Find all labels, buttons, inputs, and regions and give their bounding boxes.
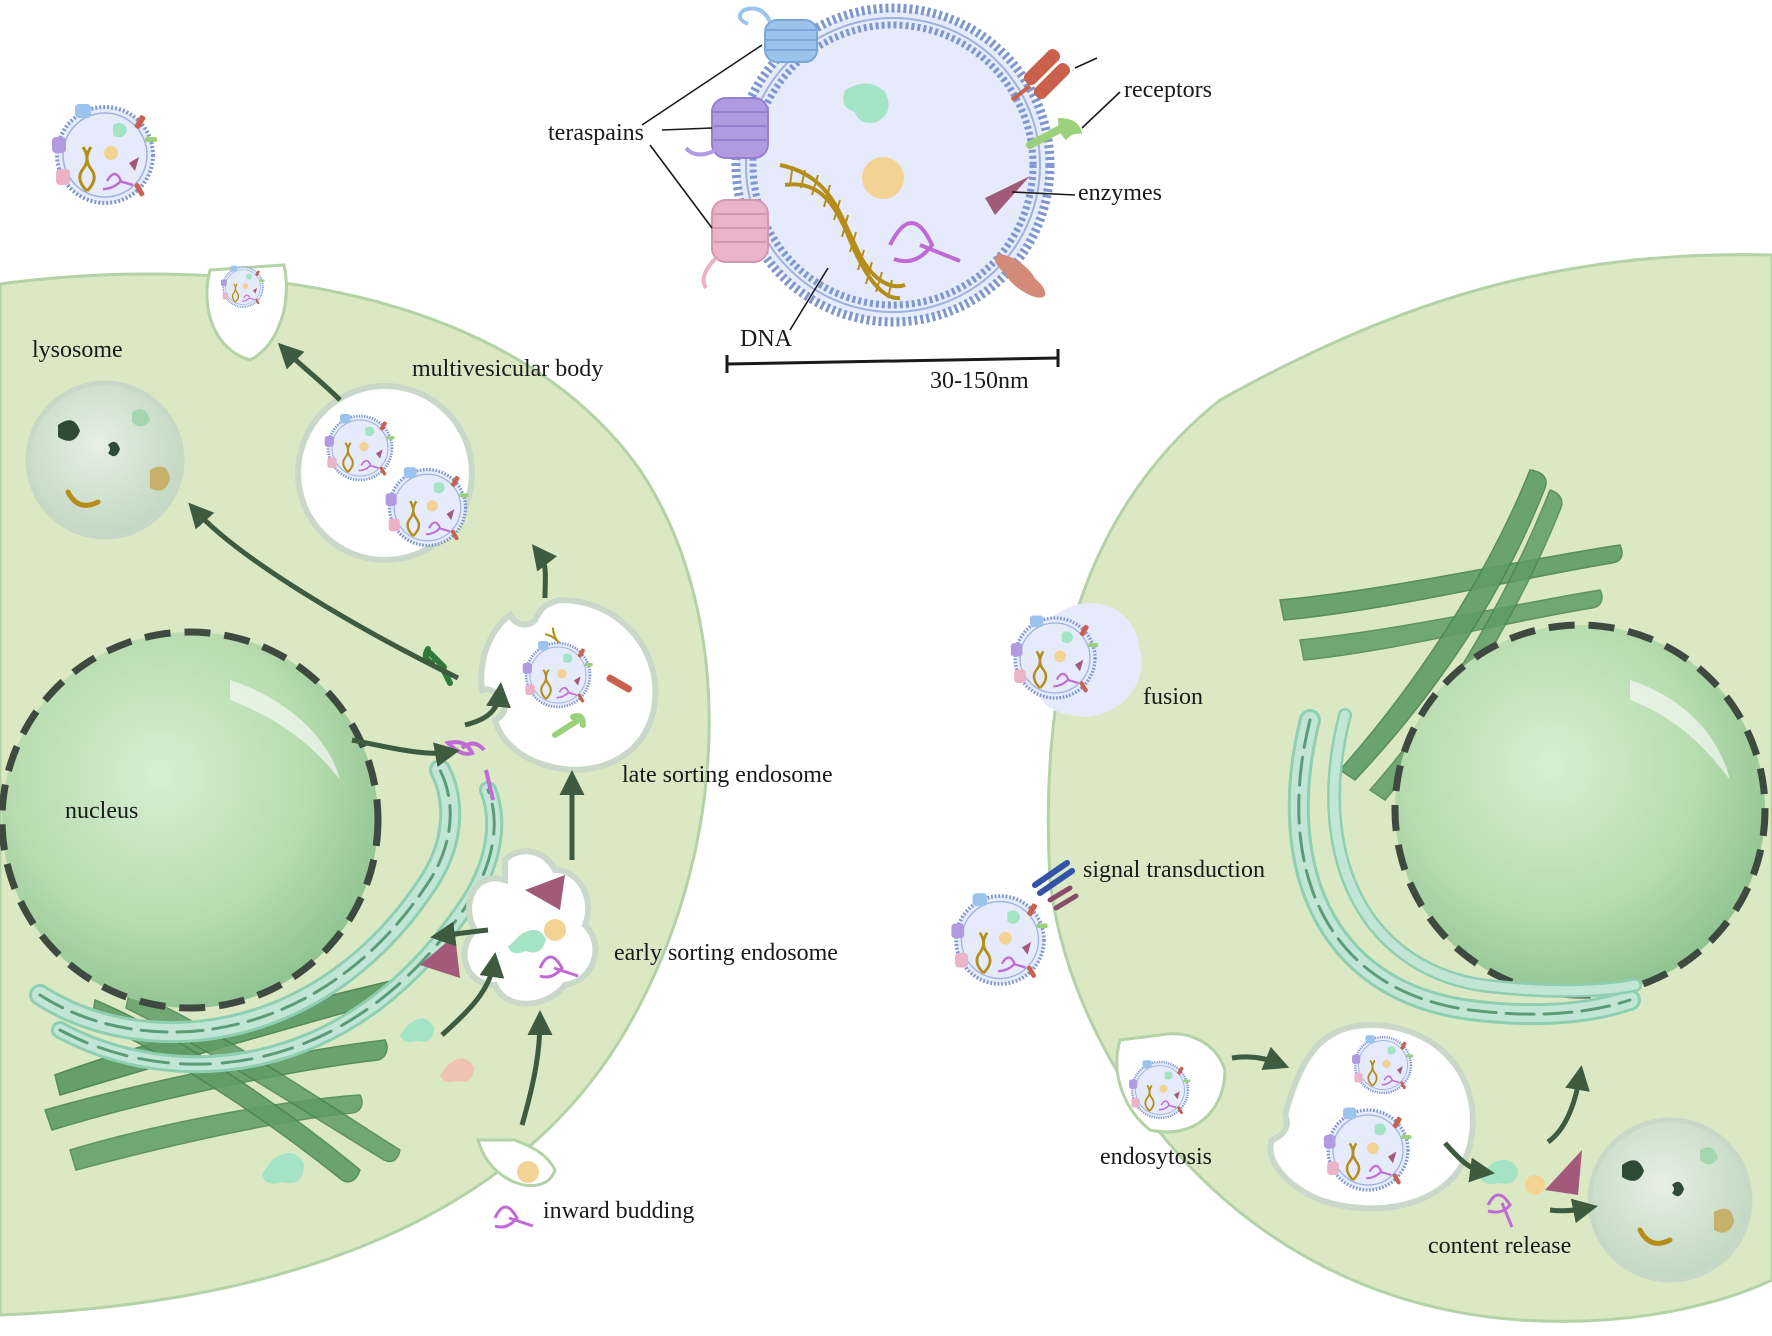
content-release-label: content release (1428, 1233, 1571, 1259)
lysosome-label: lysosome (32, 337, 123, 363)
exosome-detail (684, 3, 1082, 327)
inward-budding-pocket (476, 1138, 557, 1229)
free-exosome (50, 102, 159, 205)
content-cargo (862, 157, 904, 199)
early-endosome-label: early sorting endosome (614, 940, 838, 966)
content-protein (843, 83, 889, 123)
left-er (29, 759, 504, 1074)
inward-budding-label: inward budding (543, 1198, 694, 1224)
free-protein-2 (440, 1058, 474, 1083)
secretion-pocket (205, 263, 288, 362)
right-lysosome (1587, 1117, 1753, 1283)
endocytosis-label: endosytosis (1100, 1144, 1212, 1170)
left-arrows (188, 342, 585, 1126)
released-cargo (1525, 1175, 1545, 1195)
signal-transduction-label: signal transduction (1083, 857, 1265, 883)
content-enzyme (985, 176, 1030, 215)
tetraspanin-blue (737, 6, 818, 63)
mvb-label: multivesicular body (412, 356, 603, 382)
content-dna (779, 163, 906, 301)
dna-label: DNA (740, 326, 793, 352)
receptor-red-bottom (994, 254, 1046, 298)
signaling-exosome (949, 891, 1050, 986)
right-endosome (1267, 1021, 1476, 1212)
multivesicular-body (295, 383, 475, 563)
receptor-green (1026, 118, 1082, 149)
free-protein-3 (262, 1152, 304, 1184)
left-nucleus (0, 628, 382, 1012)
left-lysosome (25, 380, 185, 540)
right-golgi (1279, 469, 1623, 801)
nucleus-label: nucleus (65, 798, 138, 824)
leader-lines (641, 44, 1121, 331)
scale-bar (725, 349, 1060, 373)
receptor-red-top (1010, 48, 1071, 102)
endocytosis-event (1115, 1032, 1227, 1134)
fusion-label: fusion (1143, 684, 1203, 710)
enzymes-label: enzymes (1078, 180, 1162, 206)
fusing-exosome (1009, 613, 1101, 700)
signal-transduction-event (949, 860, 1079, 986)
fusion-event (1009, 602, 1142, 717)
released-rna (1486, 1193, 1514, 1228)
free-protein-1 (400, 1018, 434, 1043)
tetraspanin-pink (701, 199, 769, 290)
receptors-label: receptors (1124, 77, 1212, 103)
released-enzyme (1545, 1150, 1582, 1195)
right-nucleus (1391, 621, 1769, 999)
free-rna-tail (484, 769, 495, 801)
right-arrows (1231, 1046, 1598, 1224)
content-rna (888, 221, 961, 264)
scale-label: 30-150nm (930, 368, 1029, 394)
late-sorting-endosome (478, 596, 659, 773)
tetraspanins-label: teraspains (548, 120, 644, 146)
late-endosome-label: late sorting endosome (622, 762, 833, 788)
right-er (1287, 708, 1642, 1026)
